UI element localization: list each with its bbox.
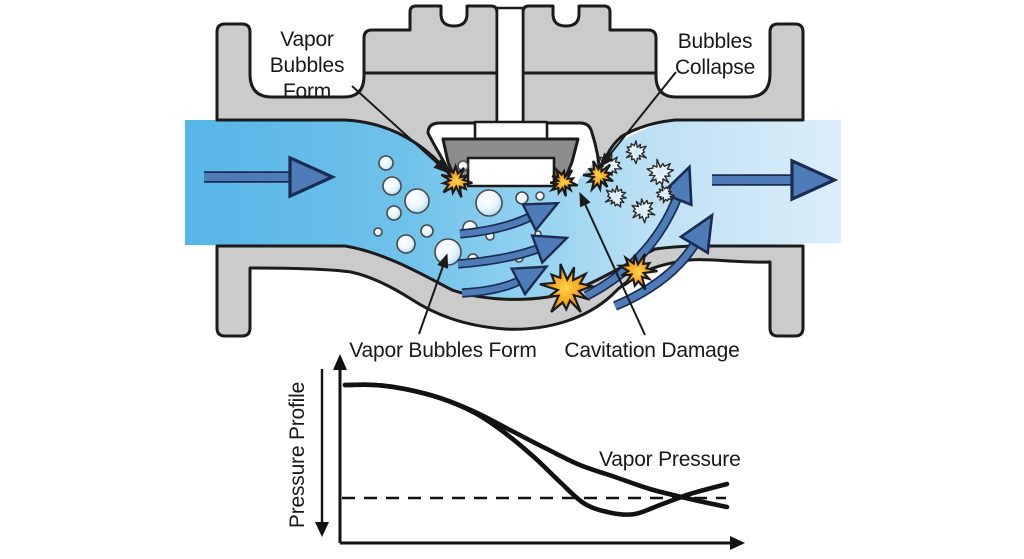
chart-y-axis-arrowhead xyxy=(333,354,347,370)
vapor-bubble xyxy=(373,227,383,237)
chart-curve-pressure-dips-below-vapor-pressure-cavitation xyxy=(342,382,730,518)
label-vapor-bubbles-form-top: Vapor Bubbles Form xyxy=(245,27,369,105)
cavitation-burst xyxy=(582,160,614,193)
vapor-bubble xyxy=(404,188,430,214)
flow-arrows xyxy=(204,155,839,311)
label-line: Bubbles xyxy=(269,54,345,77)
vapor-bubble xyxy=(386,205,402,221)
flow-arrow xyxy=(461,265,550,297)
bonnet-block-left xyxy=(362,4,499,75)
collapsing-bubble xyxy=(655,184,676,204)
cavitation-burst xyxy=(548,166,579,197)
pressure-drop-arrowhead xyxy=(315,522,329,537)
collapsing-bubble xyxy=(646,158,675,185)
flow-arrow xyxy=(613,212,714,309)
label-line: Bubbles xyxy=(677,30,753,53)
vapor-bubbles xyxy=(373,155,545,266)
chart-annotation-vapor-pressure: Vapor Pressure xyxy=(599,448,741,471)
leader-line xyxy=(418,253,449,335)
valve-stem xyxy=(495,6,525,126)
chart-y-axis-label: Pressure Profile xyxy=(286,381,309,529)
cavitation-burst xyxy=(539,263,596,313)
label-bubbles-collapse: Bubbles Collapse xyxy=(652,29,778,81)
collapsing-bubble xyxy=(625,140,647,165)
pressure-chart xyxy=(315,354,745,550)
cavitation-bursts xyxy=(439,160,658,313)
label-cavitation-damage: Cavitation Damage xyxy=(564,339,740,362)
flow-arrow xyxy=(459,201,561,237)
cavitation-burst xyxy=(439,162,473,198)
vapor-bubble xyxy=(434,238,462,266)
collapsing-bubbles xyxy=(595,140,676,224)
leader-line xyxy=(599,71,677,168)
vapor-bubble xyxy=(378,155,394,171)
bonnet-block-right xyxy=(521,4,658,75)
vapor-bubble xyxy=(396,234,416,254)
vapor-bubble xyxy=(535,191,545,201)
valve-body-upper-right xyxy=(521,22,805,178)
leader-line xyxy=(579,191,646,336)
label-leader-lines xyxy=(351,71,677,336)
leader-line xyxy=(351,85,448,174)
chart-curve-pressure-recovers-above-vapor-pressure xyxy=(342,382,730,510)
vapor-bubble xyxy=(382,176,402,196)
chart-x-axis-arrowhead xyxy=(730,536,745,550)
label-line: Form xyxy=(282,80,332,103)
collapsing-bubble xyxy=(604,185,627,208)
pressure-curves xyxy=(342,382,730,518)
collapsing-bubble xyxy=(631,198,656,224)
label-line: Vapor xyxy=(280,28,334,51)
vapor-bubble xyxy=(420,224,434,238)
seat-port xyxy=(466,156,556,188)
cavitation-burst xyxy=(615,253,658,291)
label-vapor-bubbles-form-bottom: Vapor Bubbles Form xyxy=(349,339,537,362)
label-line: Collapse xyxy=(674,56,756,79)
flow-arrow xyxy=(457,234,570,267)
vapor-bubble xyxy=(534,230,542,238)
vapor-bubble xyxy=(475,189,503,217)
vapor-bubble xyxy=(515,191,529,205)
flow-arrow xyxy=(584,164,693,299)
